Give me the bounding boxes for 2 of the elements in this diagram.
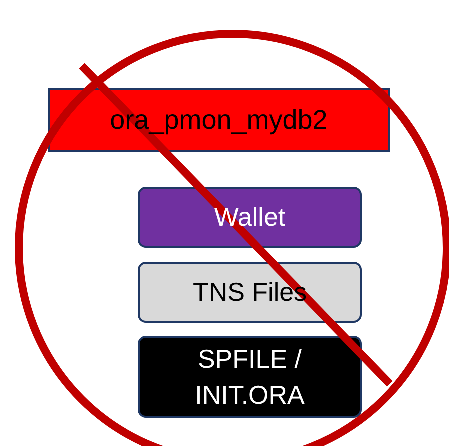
process-box: SPFILE / INIT.ORA xyxy=(138,336,362,418)
process-box: ora_pmon_mydb2 xyxy=(48,88,390,152)
